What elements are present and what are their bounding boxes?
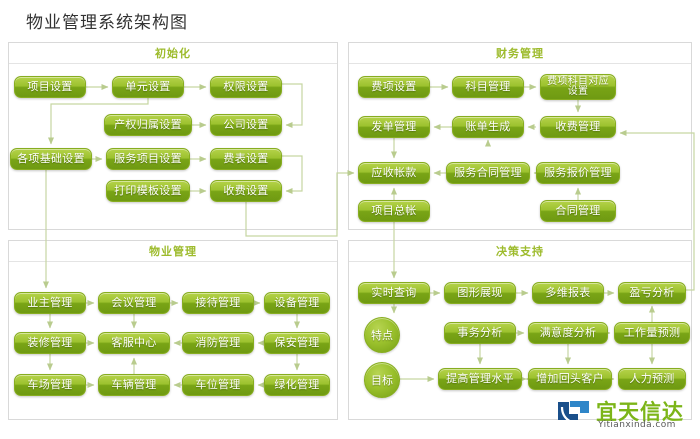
node-ysza[interactable]: 应收帐款 <box>358 162 430 184</box>
node-fwht[interactable]: 服务合同管理 <box>446 162 530 184</box>
node-gssz[interactable]: 公司设置 <box>210 114 282 136</box>
node-fdgl[interactable]: 发单管理 <box>358 116 430 138</box>
logo-domain: Yitianxinda.com <box>598 420 676 430</box>
node-fxsz[interactable]: 费项设置 <box>358 76 430 98</box>
node-sbgl[interactable]: 设备管理 <box>264 292 330 314</box>
node-clgl[interactable]: 车辆管理 <box>98 374 170 396</box>
node-swfx[interactable]: 事务分析 <box>444 322 516 344</box>
node-cwgl[interactable]: 车位管理 <box>182 374 254 396</box>
node-jdgl[interactable]: 接待管理 <box>182 292 254 314</box>
node-zdsc[interactable]: 账单生成 <box>452 116 524 138</box>
node-hygl[interactable]: 会议管理 <box>98 292 170 314</box>
node-tggl[interactable]: 提高管理水平 <box>438 368 522 390</box>
panel-title-decision: 决策支持 <box>349 241 691 262</box>
node-yzgl[interactable]: 业主管理 <box>14 292 86 314</box>
node-mubiao[interactable]: 目标 <box>364 362 400 398</box>
node-dyms[interactable]: 打印模板设置 <box>106 180 190 202</box>
node-fwbj[interactable]: 服务报价管理 <box>536 162 620 184</box>
node-sfgl[interactable]: 收费管理 <box>540 116 616 138</box>
node-xfgl[interactable]: 消防管理 <box>182 332 254 354</box>
node-sscx[interactable]: 实时查询 <box>358 282 430 304</box>
node-gzlyc[interactable]: 工作量预测 <box>614 322 690 344</box>
node-mydfx[interactable]: 满意度分析 <box>528 322 608 344</box>
node-qxsz[interactable]: 权限设置 <box>210 76 282 98</box>
node-fxkm[interactable]: 费项科目对应设置 <box>540 74 616 100</box>
page-title: 物业管理系统架构图 <box>26 13 188 33</box>
node-zxgl[interactable]: 装修管理 <box>14 332 86 354</box>
node-cqgs[interactable]: 产权归属设置 <box>104 114 192 136</box>
node-xmsz[interactable]: 项目设置 <box>14 76 86 98</box>
node-gxjc[interactable]: 各项基础设置 <box>10 148 92 170</box>
node-ccgl[interactable]: 车场管理 <box>14 374 86 396</box>
node-htgl[interactable]: 合同管理 <box>540 200 616 222</box>
node-kmgl[interactable]: 科目管理 <box>452 76 524 98</box>
node-dwbb[interactable]: 多维报表 <box>532 282 604 304</box>
panel-title-finance: 财务管理 <box>349 43 691 64</box>
node-fbsz[interactable]: 费表设置 <box>210 148 282 170</box>
company-logo: 宜天信达 Yitianxinda.com <box>556 396 696 436</box>
node-xmzz[interactable]: 项目总帐 <box>358 200 430 222</box>
node-ykfx[interactable]: 盈亏分析 <box>618 282 686 304</box>
panel-title-init: 初始化 <box>9 43 337 64</box>
panel-title-property: 物业管理 <box>9 241 337 262</box>
node-tedian[interactable]: 特点 <box>364 317 400 353</box>
logo-name: 宜天信达 <box>596 400 684 424</box>
node-dysz[interactable]: 单元设置 <box>112 76 184 98</box>
node-zjht[interactable]: 增加回头客户 <box>528 368 612 390</box>
node-bagl[interactable]: 保安管理 <box>264 332 330 354</box>
node-rlyc[interactable]: 人力预测 <box>618 368 686 390</box>
node-txzx[interactable]: 图形展现 <box>444 282 516 304</box>
node-fwxm[interactable]: 服务项目设置 <box>106 148 190 170</box>
logo-mark-icon <box>558 401 589 425</box>
node-kfzx[interactable]: 客服中心 <box>98 332 170 354</box>
node-sfsz[interactable]: 收费设置 <box>210 180 282 202</box>
node-lhgl[interactable]: 绿化管理 <box>264 374 330 396</box>
